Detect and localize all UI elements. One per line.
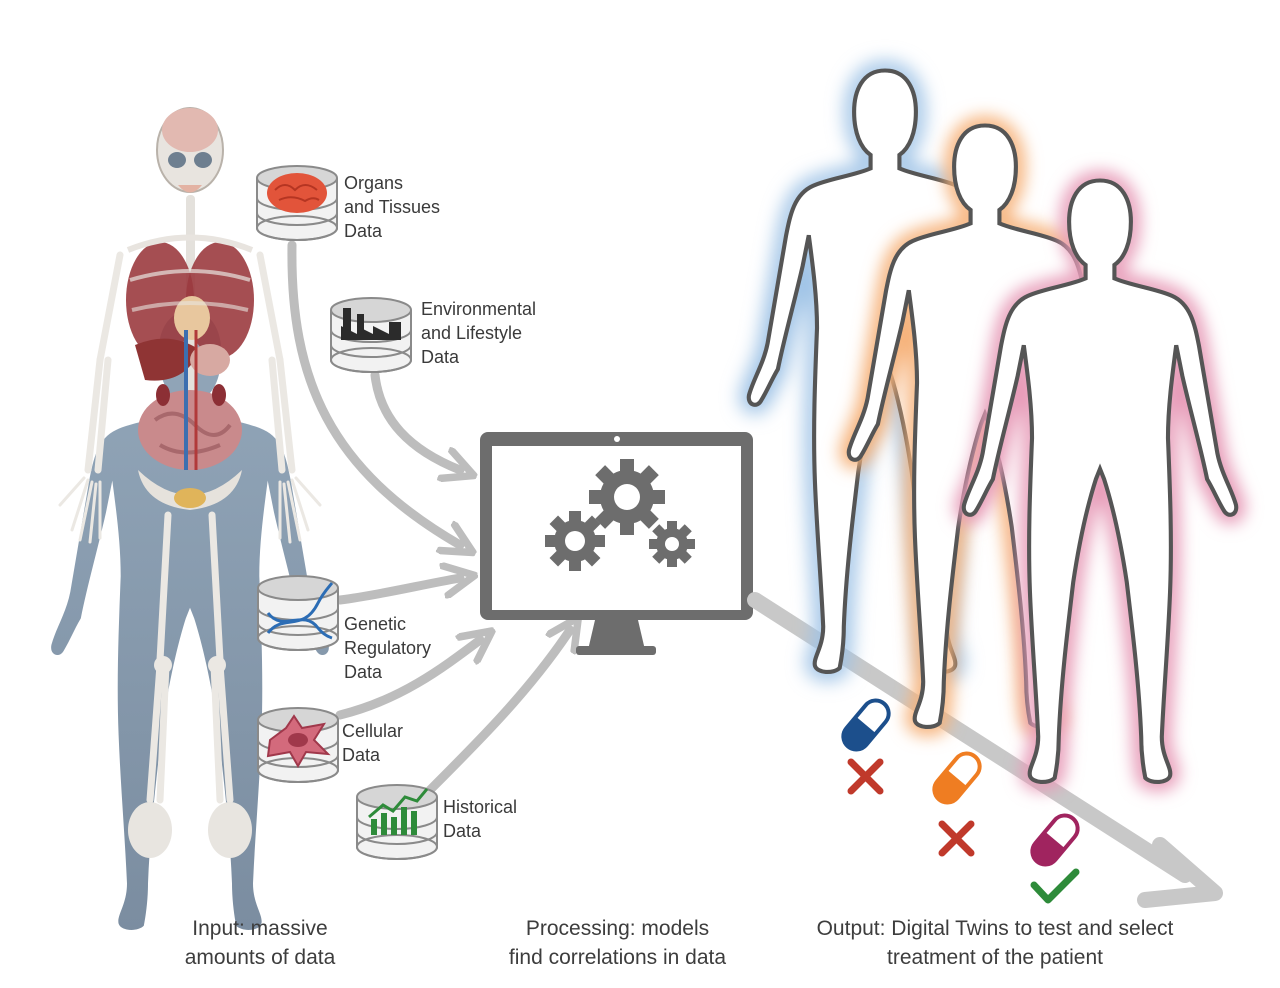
output-caption: Output: Digital Twins to test and select… [816, 917, 1174, 969]
orange-pill-icon [932, 751, 982, 805]
computer-monitor-icon [480, 432, 753, 655]
accept-check-icon [1030, 868, 1080, 904]
magenta-pill-icon [1030, 813, 1080, 867]
processing-caption: Processing: models find correlations in … [508, 917, 727, 969]
blue-pill-icon [841, 698, 891, 752]
cellular-data-label: Cellular Data [342, 721, 404, 765]
genetic-data-stack [257, 575, 339, 651]
cellular-data-stack [257, 707, 339, 783]
digital-twins [749, 71, 1236, 782]
reject-icon-1 [847, 758, 884, 795]
dna-icon [266, 582, 334, 640]
genetic-data-label: Genetic Regulatory Data [344, 614, 432, 682]
factory-icon [341, 308, 401, 340]
gears-icon [545, 459, 695, 571]
environment-data-label: Environmental and Lifestyle Data [421, 299, 537, 367]
input-caption: Input: massive amounts of data [184, 917, 336, 969]
historical-data-stack [356, 784, 438, 860]
bar-chart-icon [368, 788, 429, 835]
historical-data-label: Historical Data [443, 797, 518, 841]
environment-data-stack [330, 297, 412, 373]
organs-data-label: Organs and Tissues Data [344, 173, 441, 241]
reject-icon-2 [938, 820, 975, 857]
brain-icon [267, 173, 327, 213]
anatomy-figure [51, 107, 329, 930]
cell-icon [266, 714, 331, 769]
organs-data-stack [256, 165, 338, 241]
input-arrows [287, 240, 570, 795]
